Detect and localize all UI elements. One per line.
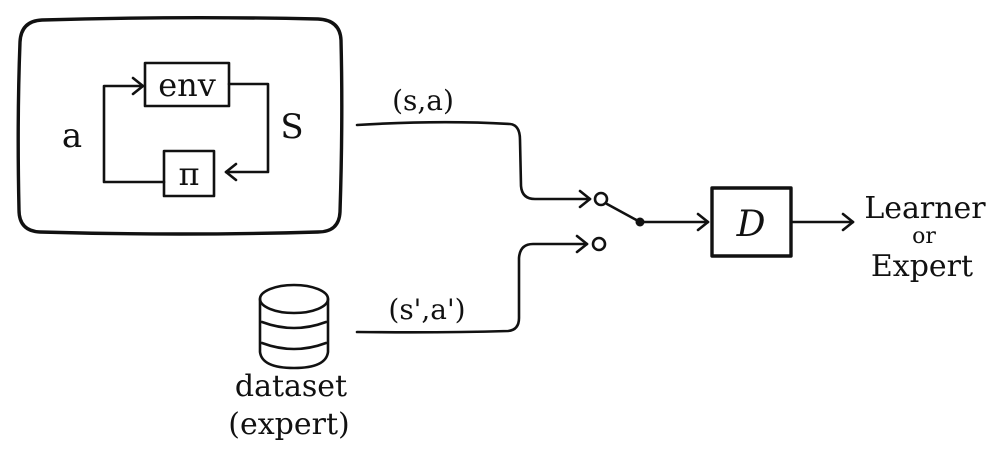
- switch-terminal-expert: [591, 236, 607, 252]
- state-label: S: [280, 107, 303, 147]
- switch-lever: [605, 202, 642, 224]
- switch-group: [605, 202, 710, 232]
- discriminator-input-arrowhead-icon: [696, 212, 710, 232]
- database-icon: [258, 283, 330, 370]
- action-label: a: [62, 116, 82, 156]
- environment-loop-frame: [16, 16, 344, 236]
- dataset-sublabel: (expert): [228, 407, 349, 442]
- environment-loop-group: env π a S: [16, 16, 344, 236]
- switch-terminal-learner: [593, 191, 609, 207]
- state-arrowhead-icon: [224, 162, 238, 182]
- learner-arrowhead-icon: [578, 189, 592, 209]
- action-arrowhead-icon: [131, 76, 145, 96]
- discriminator-group: D: [710, 186, 855, 258]
- learner-pair-label: (s,a): [392, 84, 454, 117]
- policy-box: [162, 149, 216, 198]
- learner-path-group: (s,a): [355, 84, 609, 209]
- env-label: env: [158, 66, 216, 104]
- learner-connector-line: [355, 120, 592, 201]
- dataset-label: dataset: [235, 369, 347, 404]
- output-label-group: Learner or Expert: [864, 191, 986, 284]
- expert-pair-label: (s',a'): [388, 293, 465, 326]
- state-feedback-arrow: [224, 82, 270, 174]
- output-arrowhead-icon: [841, 212, 855, 232]
- expert-path-group: dataset (expert) (s',a'): [228, 234, 607, 442]
- expert-arrowhead-icon: [575, 234, 589, 254]
- expert-connector-line: [355, 242, 589, 334]
- discriminator-label: D: [736, 204, 766, 245]
- output-label-or: or: [912, 224, 936, 249]
- policy-label: π: [178, 155, 199, 193]
- action-feedback-arrow: [102, 84, 166, 184]
- output-label-expert: Expert: [871, 249, 973, 284]
- output-label-learner: Learner: [864, 191, 986, 226]
